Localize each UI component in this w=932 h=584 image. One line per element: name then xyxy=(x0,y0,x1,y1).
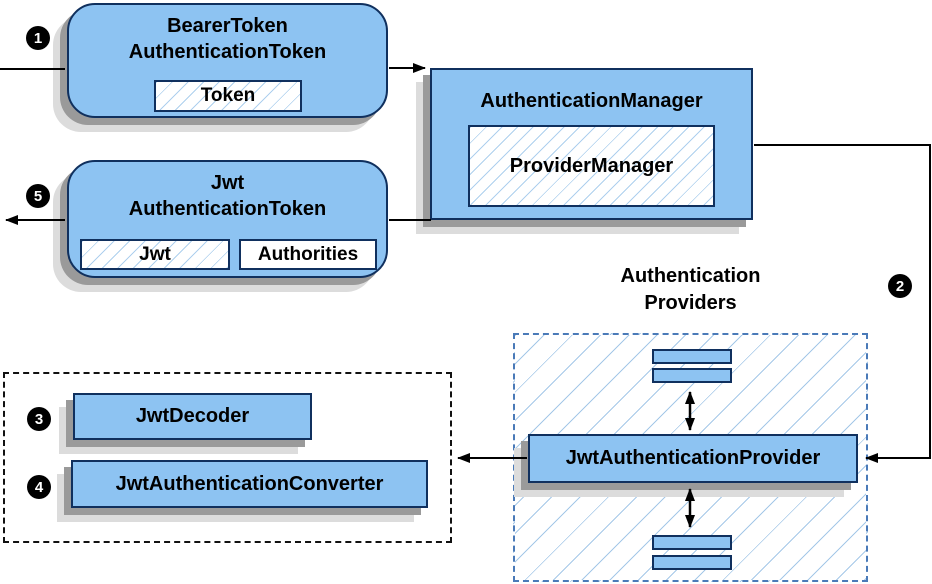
field-jwt: Jwt xyxy=(80,239,230,270)
field-provider-manager: ProviderManager xyxy=(468,125,715,207)
node-bearer-token-authentication-token: BearerToken AuthenticationToken Token xyxy=(67,3,388,118)
provider-ellipsis-rect-top-2 xyxy=(652,368,732,383)
jwt-token-title-line1: Jwt xyxy=(210,172,245,194)
badge-step-1: 1 xyxy=(26,26,50,50)
node-jwt-authentication-token: Jwt AuthenticationToken Jwt Authorities xyxy=(67,160,388,278)
field-provider-manager-label: ProviderManager xyxy=(509,154,674,177)
badge-step-5: 5 xyxy=(26,184,50,208)
authentication-manager-title: AuthenticationManager xyxy=(480,90,703,112)
field-authorities-label: Authorities xyxy=(257,243,359,265)
badge-step-1-number: 1 xyxy=(33,29,43,47)
authentication-providers-label: Authentication Providers xyxy=(513,263,868,317)
provider-ellipsis-rect-top-1 xyxy=(652,349,732,364)
node-jwt-decoder: JwtDecoder xyxy=(73,393,312,440)
bearer-token-title-line1: BearerToken xyxy=(167,15,288,37)
badge-step-4-number: 4 xyxy=(34,478,44,496)
field-token-label: Token xyxy=(200,85,256,106)
badge-step-5-number: 5 xyxy=(33,187,43,205)
authentication-providers-label-line2: Providers xyxy=(644,292,737,314)
jwt-token-title-line2: AuthenticationToken xyxy=(128,198,327,220)
badge-step-2-number: 2 xyxy=(895,277,905,295)
badge-step-4: 4 xyxy=(27,475,51,499)
jwt-authentication-converter-label: JwtAuthenticationConverter xyxy=(115,472,384,495)
jwt-decoder-label: JwtDecoder xyxy=(135,405,250,427)
field-jwt-label: Jwt xyxy=(139,243,171,265)
badge-step-2: 2 xyxy=(888,274,912,298)
field-authorities: Authorities xyxy=(239,239,377,270)
bearer-token-title-line2: AuthenticationToken xyxy=(128,41,327,63)
jwt-authentication-provider-label: JwtAuthenticationProvider xyxy=(565,447,821,469)
authentication-providers-label-line1: Authentication xyxy=(620,265,761,287)
badge-step-3: 3 xyxy=(27,407,51,431)
field-token: Token xyxy=(154,80,302,112)
badge-step-3-number: 3 xyxy=(34,410,44,428)
provider-ellipsis-rect-bottom-2 xyxy=(652,555,732,570)
provider-ellipsis-rect-bottom-1 xyxy=(652,535,732,550)
node-authentication-manager: AuthenticationManager ProviderManager xyxy=(430,68,753,220)
node-jwt-authentication-converter: JwtAuthenticationConverter xyxy=(71,460,428,508)
node-jwt-authentication-provider: JwtAuthenticationProvider xyxy=(528,434,858,483)
